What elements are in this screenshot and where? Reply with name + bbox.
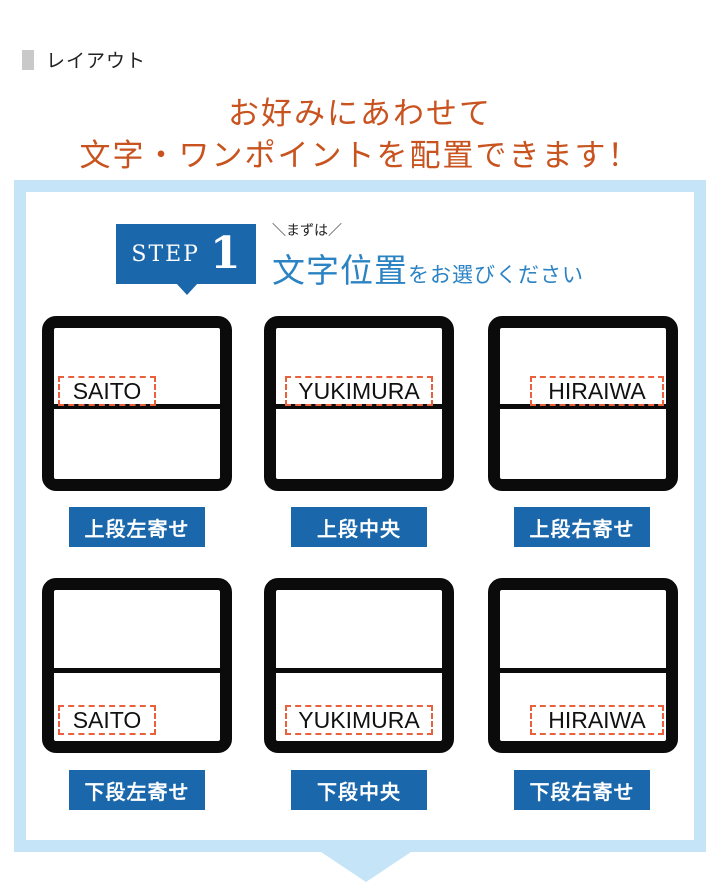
option-label-lower-center[interactable]: 下段中央: [291, 770, 427, 810]
headline-line-2: 文字・ワンポイントを配置できます！: [79, 138, 641, 174]
step-title-sub: をお選びください: [408, 263, 584, 287]
down-arrow-icon: [318, 850, 414, 882]
step-title-main: 文字位置: [272, 251, 408, 290]
layout-card-lower-center[interactable]: YUKIMURA: [264, 578, 454, 753]
section-title: レイアウト: [46, 50, 147, 72]
section-marker-icon: [22, 49, 34, 70]
name-placement-guide: YUKIMURA: [285, 705, 433, 735]
step-title: 文字位置をお選びください: [272, 244, 584, 292]
card-divider: [500, 404, 666, 409]
step-word: STEP: [131, 241, 200, 267]
name-placement-guide: SAITO: [58, 705, 156, 735]
headline-line-1: お好みにあわせて: [228, 96, 492, 132]
name-placement-guide: HIRAIWA: [530, 376, 664, 406]
option-label-lower-left[interactable]: 下段左寄せ: [69, 770, 205, 810]
layout-card-lower-left[interactable]: SAITO: [42, 578, 232, 753]
option-label-upper-left[interactable]: 上段左寄せ: [69, 507, 205, 547]
card-divider: [276, 404, 442, 409]
name-placement-guide: SAITO: [58, 376, 156, 406]
name-placement-guide: YUKIMURA: [285, 376, 433, 406]
step-kicker: ＼まずは／: [272, 223, 342, 239]
layout-card-upper-center[interactable]: YUKIMURA: [264, 316, 454, 491]
card-divider: [54, 668, 220, 673]
layout-card-upper-left[interactable]: SAITO: [42, 316, 232, 491]
card-divider: [500, 668, 666, 673]
section-heading: レイアウト: [22, 46, 146, 73]
option-label-lower-right[interactable]: 下段右寄せ: [514, 770, 650, 810]
card-divider: [54, 404, 220, 409]
option-label-upper-center[interactable]: 上段中央: [291, 507, 427, 547]
card-divider: [276, 668, 442, 673]
step-pointer-icon: [176, 283, 198, 295]
step-badge: STEP 1: [116, 224, 256, 284]
name-placement-guide: HIRAIWA: [530, 705, 664, 735]
layout-card-lower-right[interactable]: HIRAIWA: [488, 578, 678, 753]
option-label-upper-right[interactable]: 上段右寄せ: [514, 507, 650, 547]
layout-card-upper-right[interactable]: HIRAIWA: [488, 316, 678, 491]
step-number: 1: [209, 228, 241, 279]
